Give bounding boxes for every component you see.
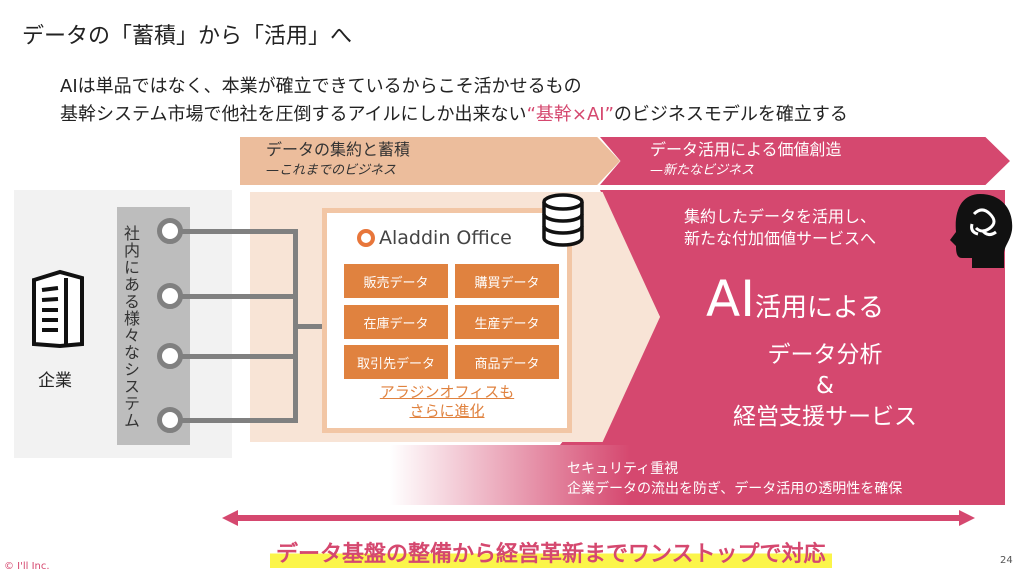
- aladdin-evolve-link[interactable]: アラジンオフィスもさらに進化: [327, 383, 567, 421]
- company-label: 企業: [38, 371, 72, 391]
- subtitle-line2: 基幹システム市場で他社を圧倒するアイルにしか出来ない“基幹×AI”のビジネスモデ…: [60, 100, 848, 126]
- aladdin-office-box: Aladdin Office 販売データ 購買データ 在庫データ 生産データ 取…: [322, 208, 572, 433]
- ai-service-1: データ分析: [767, 342, 883, 368]
- copyright: © I'll Inc.: [4, 561, 50, 572]
- link-line2[interactable]: さらに進化: [409, 402, 485, 420]
- band-utilization: [600, 137, 1010, 185]
- band-title: データの集約と蓄積: [266, 140, 411, 159]
- data-cell: 購買データ: [455, 264, 559, 298]
- connector: [180, 354, 298, 359]
- ai-intro: 集約したデータを活用し、新たな付加価値サービスへ: [660, 206, 900, 250]
- security-gradient: [390, 445, 630, 505]
- system-node: [157, 218, 183, 244]
- security-desc: 企業データの流出を防ぎ、データ活用の透明性を確保: [567, 481, 903, 497]
- band-title: データ活用による価値創造: [650, 140, 842, 159]
- ai-head-icon: [950, 194, 1013, 268]
- flame-icon: [357, 229, 375, 247]
- band-accumulation-text: データの集約と蓄積 —これまでのビジネス: [266, 140, 411, 179]
- security-text: セキュリティ重視企業データの流出を防ぎ、データ活用の透明性を確保: [567, 459, 902, 499]
- slide-title: データの「蓄積」から「活用」へ: [22, 24, 353, 49]
- band-utilization-text: データ活用による価値創造 —新たなビジネス: [650, 140, 842, 179]
- data-cell: 商品データ: [455, 345, 559, 379]
- aladdin-logo-text: Aladdin Office: [379, 227, 512, 249]
- data-cell: 生産データ: [455, 305, 559, 339]
- subtitle-line2-pre: 基幹システム市場で他社を圧倒するアイルにしか出来ない: [60, 104, 527, 125]
- data-cell: 在庫データ: [344, 305, 448, 339]
- connector: [180, 294, 298, 299]
- double-arrow: [222, 510, 975, 526]
- ai-big-suffix: 活用による: [754, 293, 885, 323]
- building-icon: [32, 269, 84, 349]
- ai-service-2: 経営支援サービス: [733, 404, 917, 430]
- band-sub: —これまでのビジネス: [266, 163, 397, 178]
- systems-label: 社内にある様々なシステム: [121, 225, 140, 429]
- band-sub: —新たなビジネス: [650, 163, 755, 178]
- bottom-message: データ基盤の整備から経営革新までワンストップで対応: [270, 536, 832, 568]
- connector: [180, 229, 298, 234]
- subtitle-line1: AIは単品ではなく、本業が確立できているからこそ活かせるもの: [60, 76, 582, 97]
- ai-amp: &: [816, 373, 834, 399]
- subtitle-line2-post: のビジネスモデルを確立する: [613, 104, 848, 125]
- subtitle-highlight: “基幹×AI”: [526, 104, 614, 125]
- ai-services: データ分析 & 経営支援サービス: [680, 340, 970, 433]
- ai-intro-line1: 集約したデータを活用し、: [683, 207, 876, 226]
- page-number: 24: [1000, 555, 1013, 566]
- ai-headline: AI活用による: [706, 270, 884, 328]
- system-node: [157, 343, 183, 369]
- ai-big: AI: [706, 270, 755, 328]
- aladdin-logo: Aladdin Office: [357, 227, 512, 249]
- band-accumulation: [240, 137, 620, 185]
- data-cell: 販売データ: [344, 264, 448, 298]
- system-node: [157, 407, 183, 433]
- ai-intro-line2: 新たな付加価値サービスへ: [683, 229, 876, 248]
- link-line1[interactable]: アラジンオフィスも: [379, 383, 515, 401]
- system-node: [157, 283, 183, 309]
- data-cell: 取引先データ: [344, 345, 448, 379]
- connector: [293, 324, 327, 329]
- database-icon: [542, 193, 584, 247]
- systems-bar: [117, 207, 190, 445]
- security-title: セキュリティ重視: [567, 461, 679, 477]
- connector: [180, 418, 298, 423]
